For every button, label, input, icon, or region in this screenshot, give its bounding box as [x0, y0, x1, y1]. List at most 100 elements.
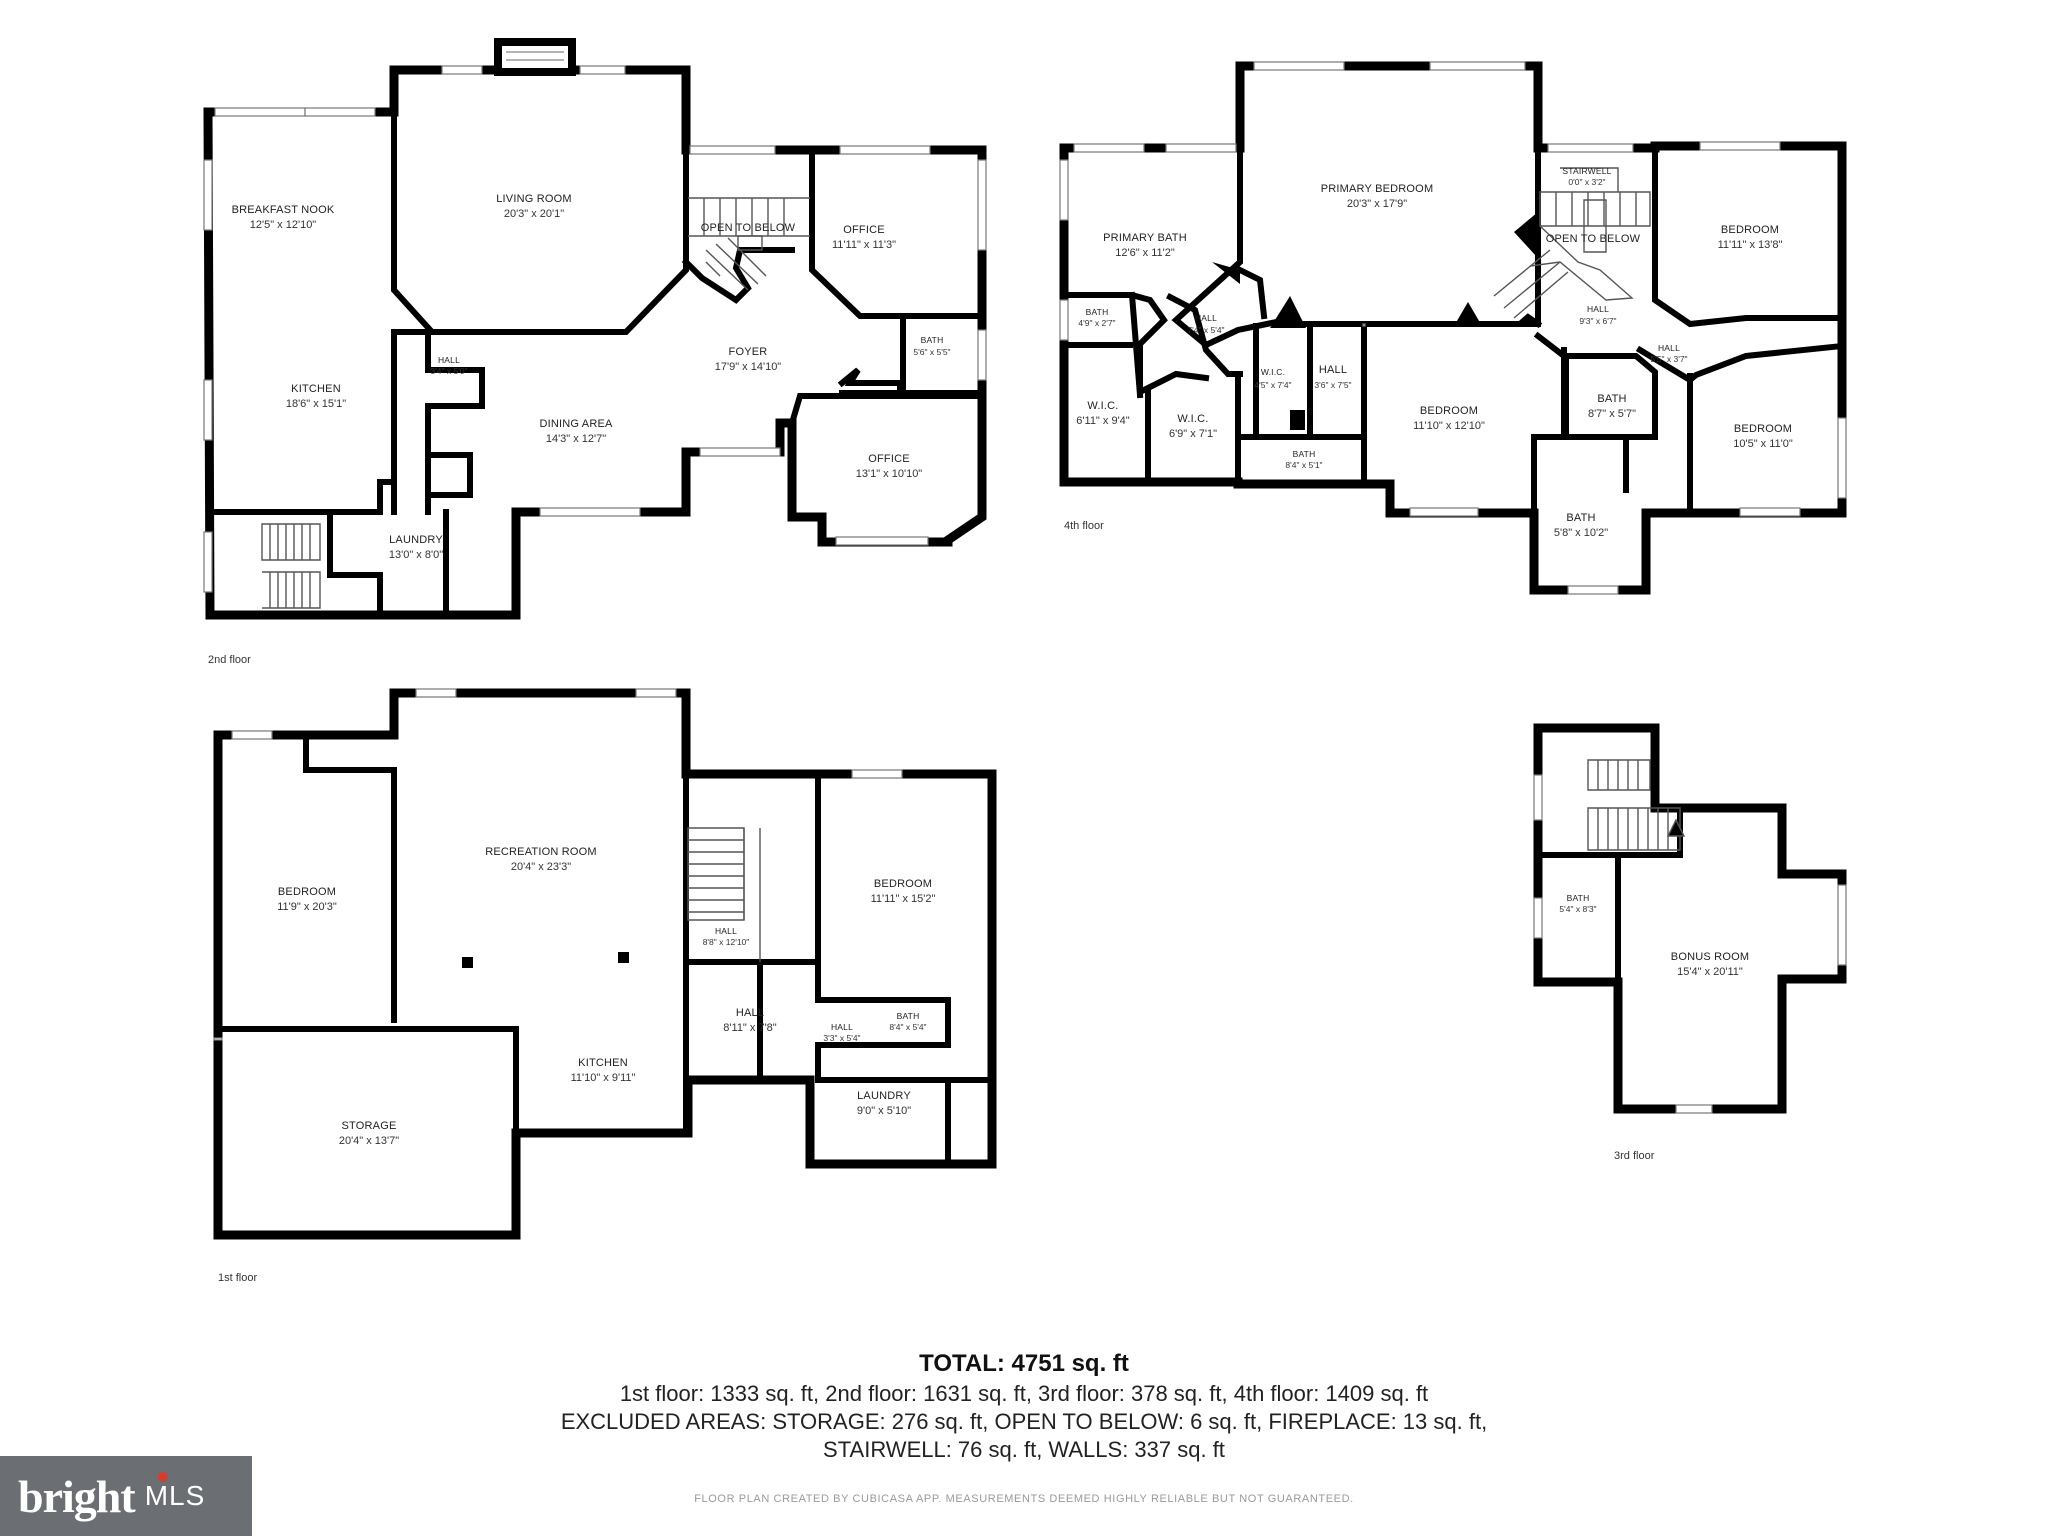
room-dims: 8'8" x 12'10": [703, 937, 750, 947]
room-name: PRIMARY BEDROOM: [1321, 183, 1434, 195]
total-area: TOTAL: 4751 sq. ft: [919, 1350, 1129, 1377]
room-dims: 8'7" x 5'7": [1588, 408, 1636, 420]
room-name: STORAGE: [342, 1120, 397, 1132]
room-name: BEDROOM: [1721, 224, 1779, 236]
room-name: OFFICE: [868, 453, 910, 465]
stairs-2nd-lower: [261, 523, 321, 609]
room-dims: 17'9" x 14'10": [715, 361, 782, 373]
room-name: KITCHEN: [291, 383, 341, 395]
room-name: BATH: [1566, 512, 1595, 524]
room-dims: 14'3" x 12'7": [546, 433, 606, 445]
room-name: BEDROOM: [874, 878, 932, 890]
room-name: HALL: [1587, 304, 1609, 314]
floor-label: 2nd floor: [208, 654, 251, 666]
room-dims: 11'11" x 11'3": [832, 239, 896, 251]
room-dims: 11'11" x 15'2": [871, 893, 936, 905]
room-dims: 0'0" x 3'2": [1568, 177, 1605, 187]
room-name: BATH: [897, 1011, 920, 1021]
room-name: DINING AREA: [539, 418, 613, 430]
room-name: BEDROOM: [1420, 405, 1478, 417]
room-name: W.I.C.: [1177, 413, 1208, 425]
room-dims: 6'11" x 9'4": [1076, 415, 1129, 427]
room-name: W.I.C.: [1087, 400, 1118, 412]
room-name: OPEN TO BELOW: [701, 222, 796, 234]
logo-accent-icon: [158, 1472, 168, 1482]
room-name: BATH: [921, 335, 944, 345]
room-dims: 11'11" x 13'8": [1718, 239, 1783, 251]
room-name: OFFICE: [843, 224, 885, 236]
room-dims: 3'6" x 7'5": [1314, 380, 1351, 390]
room-name: BREAKFAST NOOK: [232, 204, 335, 216]
room-name: BATH: [1293, 449, 1316, 459]
room-name: BONUS ROOM: [1671, 951, 1749, 963]
room-name: BATH: [1567, 893, 1590, 903]
room-name: BEDROOM: [1734, 423, 1792, 435]
floor-3rd: BATH 5'4" x 8'3" BONUS ROOM 15'4" x 20'1…: [1533, 723, 1847, 1162]
room-name: LIVING ROOM: [496, 193, 572, 205]
floor-4th: PRIMARY BEDROOM 20'3" x 17'9" PRIMARY BA…: [1059, 61, 1847, 595]
room-dims: 20'3" x 17'9": [1347, 198, 1407, 210]
room-dims: 11'10" x 9'11": [571, 1072, 636, 1084]
room-name: RECREATION ROOM: [485, 846, 597, 858]
room-name: LAUNDRY: [389, 534, 443, 546]
room-name: BATH: [1597, 393, 1626, 405]
room-dims: 5'6" x 5'5": [913, 347, 950, 357]
room-name: PRIMARY BATH: [1103, 232, 1187, 244]
stairs-4th: [1493, 167, 1651, 319]
floor-2nd: BREAKFAST NOOK 12'5" x 12'10" LIVING ROO…: [203, 38, 987, 666]
room-dims: 20'4" x 13'7": [339, 1135, 399, 1147]
room-name: BATH: [1086, 307, 1109, 317]
room-name: LAUNDRY: [857, 1090, 911, 1102]
room-dims: 15'4" x 20'11": [1677, 966, 1743, 978]
excluded-areas-line-2: STAIRWELL: 76 sq. ft, WALLS: 337 sq. ft: [823, 1437, 1225, 1462]
floor-label: 1st floor: [218, 1272, 257, 1284]
room-dims: 8'11" x 7'8": [723, 1022, 776, 1034]
room-dims: 3'4" x 5'0": [430, 366, 467, 376]
room-dims: 5'8" x 10'2": [1554, 527, 1608, 539]
room-name: HALL: [1319, 364, 1347, 376]
floor-label: 4th floor: [1064, 520, 1104, 532]
room-dims: 20'3" x 20'1": [504, 208, 564, 220]
room-dims: 10'5" x 11'0": [1733, 438, 1793, 450]
room-name: BEDROOM: [278, 886, 336, 898]
room-dims: 12'5" x 12'10": [250, 219, 317, 231]
room-name: STAIRWELL: [1562, 166, 1611, 176]
room-dims: 4'5" x 7'4": [1254, 380, 1291, 390]
room-name: HALL: [715, 926, 737, 936]
room-dims: 13'1" x 10'10": [856, 468, 923, 480]
room-name: HALL: [1195, 313, 1217, 323]
room-dims: 3'3" x 5'4": [823, 1033, 860, 1043]
room-dims: 9'0" x 5'10": [857, 1105, 911, 1117]
room-dims: 9'3" x 6'7": [1579, 316, 1616, 326]
room-name: HALL: [438, 355, 460, 365]
room-name: HALL: [831, 1022, 853, 1032]
stairs-2nd-upper: [688, 197, 810, 291]
room-name: FOYER: [729, 346, 768, 358]
bright-mls-logo: bright MLS: [0, 1456, 252, 1536]
room-dims: 5'5" x 3'7": [1650, 354, 1687, 364]
logo-word: bright: [18, 1470, 136, 1522]
stairs-1st: [687, 827, 761, 962]
room-dims: 5'4" x 8'3": [1559, 904, 1596, 914]
room-name: KITCHEN: [578, 1057, 628, 1069]
room-name: W.I.C.: [1261, 367, 1285, 377]
room-name: HALL: [1658, 343, 1680, 353]
room-dims: 8'4" x 5'1": [1285, 460, 1322, 470]
room-dims: 11'10" x 12'10": [1413, 420, 1485, 432]
logo-suffix: MLS: [144, 1480, 206, 1511]
floor-1st: BEDROOM 11'9" x 20'3" RECREATION ROOM 20…: [213, 688, 997, 1284]
room-dims: 7'4" x 5'4": [1187, 325, 1224, 335]
room-dims: 18'6" x 15'1": [286, 398, 346, 410]
room-dims: 20'4" x 23'3": [511, 861, 571, 873]
room-dims: 13'0" x 8'0": [389, 549, 443, 561]
disclaimer: FLOOR PLAN CREATED BY CUBICASA APP. MEAS…: [694, 1493, 1354, 1505]
room-dims: 4'9" x 2'7": [1078, 318, 1115, 328]
room-name: OPEN TO BELOW: [1546, 233, 1641, 245]
room-dims: 8'4" x 5'4": [889, 1022, 926, 1032]
room-dims: 6'9" x 7'1": [1169, 428, 1217, 440]
floor-areas-line: 1st floor: 1333 sq. ft, 2nd floor: 1631 …: [619, 1381, 1429, 1406]
room-name: HALL: [736, 1007, 764, 1019]
excluded-areas-line: EXCLUDED AREAS: STORAGE: 276 sq. ft, OPE…: [560, 1409, 1488, 1434]
room-dims: 11'9" x 20'3": [277, 901, 337, 913]
